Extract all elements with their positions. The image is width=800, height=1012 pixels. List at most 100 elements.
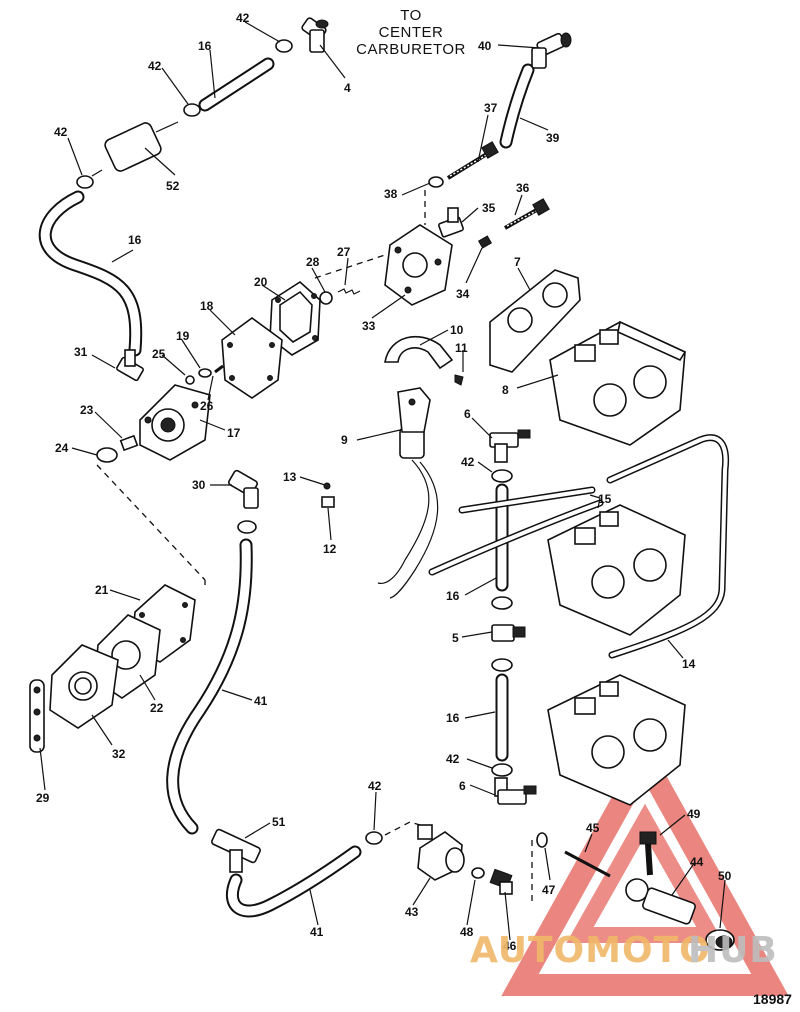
- check-valve-24: [96, 447, 118, 463]
- callout: 6: [459, 779, 466, 793]
- carburetor-8-top: [549, 320, 687, 446]
- callout: 42: [446, 752, 460, 766]
- hose-clamp-30: [237, 520, 257, 534]
- screw-13: [323, 482, 331, 490]
- pump-cover-33: [384, 224, 453, 306]
- dashed-guides: [96, 190, 533, 905]
- fitting-46: [489, 868, 513, 895]
- screw-37: [446, 141, 499, 180]
- callout: 41: [254, 694, 268, 708]
- fitting-31: [116, 349, 144, 382]
- elbow-fitting-40: [531, 32, 572, 69]
- callout: 14: [682, 657, 696, 671]
- fitting-44: [625, 878, 696, 925]
- callout: 28: [306, 255, 320, 269]
- callout: 43: [405, 905, 419, 919]
- washer-19: [198, 368, 212, 378]
- callout: 16: [198, 39, 212, 53]
- spring-34: [477, 235, 493, 249]
- elbow-fitting-6a: [489, 429, 531, 463]
- callout: 10: [450, 323, 464, 337]
- tee-fitting-5: [491, 624, 526, 642]
- callout: 5: [452, 631, 459, 645]
- document-number: 18987: [753, 991, 792, 1007]
- callout: 9: [341, 433, 348, 447]
- screw-26: [214, 364, 224, 374]
- callout: 25: [152, 347, 166, 361]
- watermark-text: AUTOMOTO HUB: [470, 930, 778, 971]
- callout: 51: [272, 815, 286, 829]
- hose-clamp-42b: [183, 103, 201, 117]
- diaphragm-18: [221, 317, 283, 399]
- callout: 21: [95, 583, 109, 597]
- leader-lines: [39, 21, 726, 941]
- callout: 52: [166, 179, 180, 193]
- callout: 26: [200, 399, 214, 413]
- callout: 40: [478, 39, 492, 53]
- part-25: [185, 375, 195, 385]
- hose-clamp-42f: [365, 831, 383, 845]
- caption-line-3: CARBURETOR: [356, 41, 466, 58]
- callout: 49: [687, 807, 701, 821]
- watermark-text-part2: HUB: [688, 930, 778, 971]
- fitting-35: [438, 207, 464, 238]
- callout: 16: [128, 233, 142, 247]
- valve-28: [319, 291, 333, 305]
- hoses: [38, 57, 730, 918]
- washer-48: [471, 867, 485, 879]
- callout: 15: [598, 492, 612, 506]
- callout: 42: [148, 59, 162, 73]
- callout: 41: [310, 925, 324, 939]
- carb-gasket-7: [489, 269, 581, 373]
- callout: 42: [461, 455, 475, 469]
- tee-fitting-51: [211, 828, 261, 873]
- hose-clamp-42a: [275, 39, 293, 53]
- parts: [29, 17, 735, 951]
- fuel-filter-52: [91, 121, 179, 177]
- callout: 17: [227, 426, 241, 440]
- hose-clamp-42d: [491, 469, 513, 483]
- callout: 8: [502, 383, 509, 397]
- callout: 12: [323, 542, 337, 556]
- callout: 42: [368, 779, 382, 793]
- adapter-plate-32: [49, 644, 119, 729]
- hose-clamp-5a: [491, 596, 513, 610]
- bolt-49: [639, 831, 657, 876]
- watermark-inner-triangle: [566, 803, 724, 943]
- callout: 34: [456, 287, 470, 301]
- callout: 4: [344, 81, 351, 95]
- callout: 11: [455, 341, 468, 355]
- hose-clamp-42e: [491, 763, 513, 777]
- callout: 6: [464, 407, 471, 421]
- callout: 42: [54, 125, 68, 139]
- callout: 37: [484, 101, 498, 115]
- callout: 19: [176, 329, 190, 343]
- callout: 16: [446, 711, 460, 725]
- callout: 20: [254, 275, 268, 289]
- callout: 16: [446, 589, 460, 603]
- screw-36: [504, 198, 550, 230]
- callout: 32: [112, 747, 126, 761]
- callout: 33: [362, 319, 376, 333]
- clamp-10: [384, 335, 454, 370]
- fitting-43: [417, 824, 465, 881]
- callout: 48: [460, 925, 474, 939]
- washer-38: [428, 176, 444, 188]
- spring-27: [337, 288, 361, 295]
- part-12: [321, 496, 335, 508]
- callout: 44: [690, 855, 704, 869]
- spring-23: [119, 434, 139, 452]
- callout: 18: [200, 299, 214, 313]
- carburetor-middle: [547, 504, 686, 636]
- caption-line-2: CENTER: [379, 24, 444, 41]
- screw-11: [454, 374, 464, 386]
- carburetor-caption: TO CENTER CARBURETOR: [356, 7, 466, 58]
- gasket-20: [269, 280, 321, 356]
- hose-clamp-5b: [491, 658, 513, 672]
- fitting-50: [705, 929, 735, 951]
- callout: 46: [503, 939, 517, 953]
- callout: 36: [516, 181, 530, 195]
- o-ring-47: [536, 832, 548, 848]
- callout: 38: [384, 187, 398, 201]
